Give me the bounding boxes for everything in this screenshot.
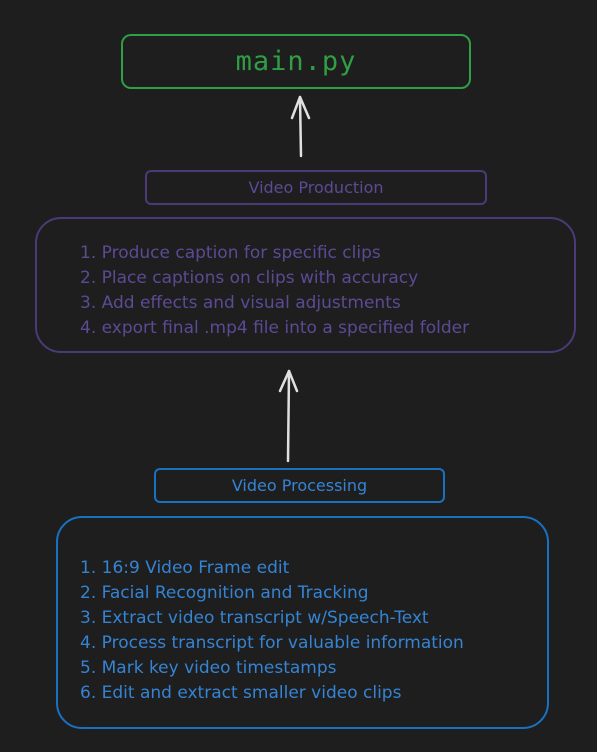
video-processing-title: Video Processing (231, 476, 368, 495)
production-step: 3. Add effects and visual adjustments (80, 293, 401, 313)
processing-step: 4. Process transcript for valuable infor… (80, 633, 464, 653)
video-processing-header: Video Processing (154, 468, 445, 503)
production-step: 2. Place captions on clips with accuracy (80, 268, 419, 288)
processing-step: 1. 16:9 Video Frame edit (80, 558, 290, 578)
video-processing-steps-box: 1. 16:9 Video Frame edit 2. Facial Recog… (56, 516, 549, 729)
production-step: 4. export final .mp4 file into a specifi… (80, 318, 470, 338)
arrow-production-to-main (290, 95, 311, 158)
video-production-title: Video Production (248, 178, 384, 197)
video-production-steps-box: 1. Produce caption for specific clips 2.… (35, 217, 576, 353)
video-production-header: Video Production (145, 170, 487, 205)
processing-step: 5. Mark key video timestamps (80, 658, 337, 678)
processing-step: 2. Facial Recognition and Tracking (80, 583, 369, 603)
processing-step: 3. Extract video transcript w/Speech-Tex… (80, 608, 429, 628)
main-py-node: main.py (121, 34, 471, 89)
processing-step: 6. Edit and extract smaller video clips (80, 683, 402, 703)
main-py-label: main.py (235, 46, 357, 77)
arrow-processing-to-production (278, 369, 299, 463)
video-production-steps: 1. Produce caption for specific clips 2.… (80, 241, 469, 341)
production-step: 1. Produce caption for specific clips (80, 243, 381, 263)
video-processing-steps: 1. 16:9 Video Frame edit 2. Facial Recog… (80, 556, 464, 706)
